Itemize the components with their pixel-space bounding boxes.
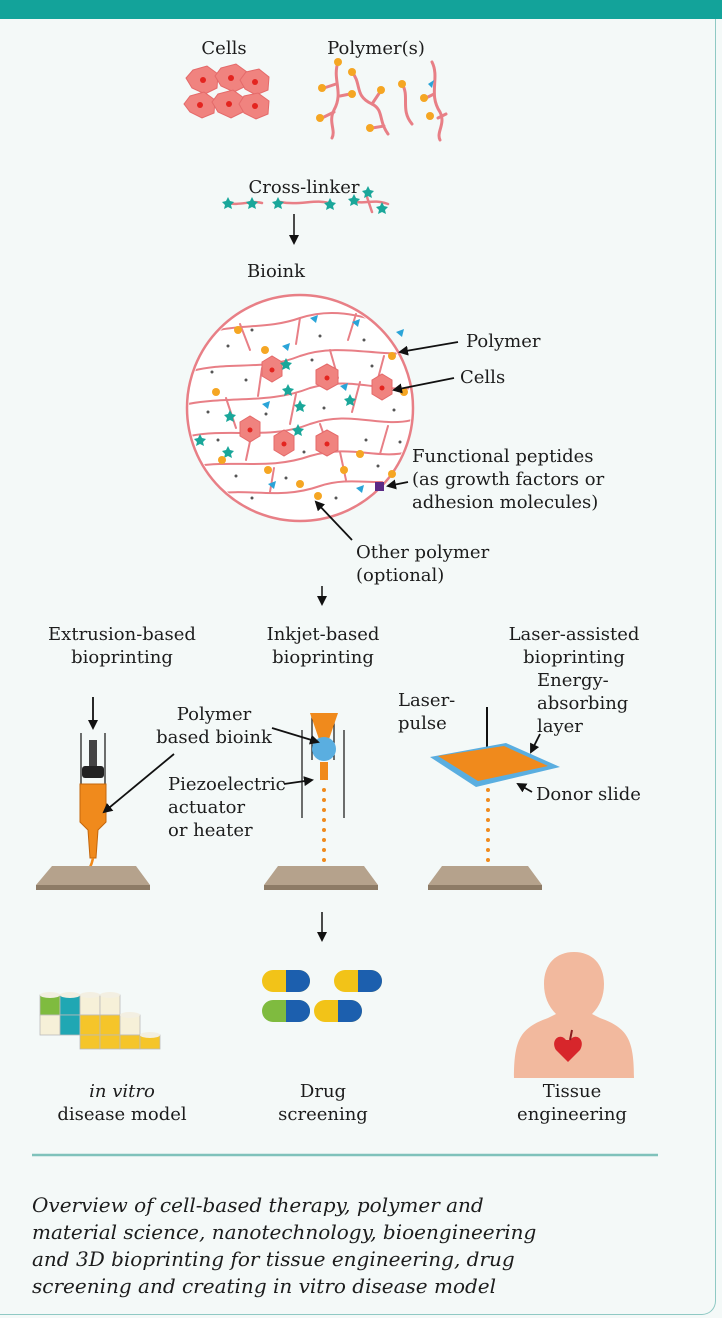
bioink-title: Bioink xyxy=(247,261,306,282)
peptides-label-2: (as growth factors or xyxy=(412,469,605,490)
other-polymer-label-2: (optional) xyxy=(356,565,444,586)
other-polymer-label-1: Other polymer xyxy=(356,542,490,563)
piezo-label-3: or heater xyxy=(168,820,253,841)
cells-pointer xyxy=(392,377,455,394)
drug-label-2: screening xyxy=(278,1104,368,1125)
bioink-circle xyxy=(185,293,415,523)
inkjet-printer xyxy=(264,713,378,890)
laser-label-2: bioprinting xyxy=(523,647,625,668)
bioink-stars xyxy=(194,358,356,458)
polymer-pointer xyxy=(398,341,459,356)
crosslinker-stars xyxy=(222,186,388,214)
laser-label-1: Laser-assisted xyxy=(509,624,640,645)
bioink-orange-groups xyxy=(212,326,408,500)
bioink-particles xyxy=(206,328,402,500)
energy-layer-label-1: Energy- xyxy=(537,670,609,691)
energy-layer-label-3: layer xyxy=(537,716,583,737)
polymers-label: Polymer(s) xyxy=(327,38,425,59)
polymer-groups xyxy=(316,58,434,132)
tissue-label-1: Tissue xyxy=(543,1081,601,1102)
peptides-label-1: Functional peptides xyxy=(412,446,594,467)
tissue-label-2: engineering xyxy=(517,1104,627,1125)
caption-line-2: material science, nanotechnology, bioeng… xyxy=(32,1220,537,1244)
donor-slide-label: Donor slide xyxy=(536,784,641,805)
donor-slide-pointer xyxy=(516,783,533,793)
laser-pulse-label-2: pulse xyxy=(398,713,447,734)
cells-cluster xyxy=(183,63,270,120)
piezo-pointer xyxy=(283,776,314,787)
other-polymer-pointer xyxy=(314,500,353,541)
drug-capsules-icon xyxy=(262,970,382,1022)
extrusion-printer xyxy=(36,697,150,890)
drug-label-1: Drug xyxy=(300,1081,346,1102)
piezo-label-2: actuator xyxy=(168,797,245,818)
top-accent-bar xyxy=(0,0,722,19)
extrusion-bioink-pointer xyxy=(102,753,175,814)
crosslinker-label: Cross-linker xyxy=(248,177,359,198)
disease-model-vials-icon xyxy=(39,992,161,1050)
inkjet-label-2: bioprinting xyxy=(272,647,374,668)
energy-layer-pointer xyxy=(530,733,541,754)
peptides-label-3: adhesion molecules) xyxy=(412,492,598,513)
bioink-cells-label: Cells xyxy=(460,367,505,388)
inkjet-label-1: Inkjet-based xyxy=(267,624,380,645)
caption-line-3: and 3D bioprinting for tissue engineerin… xyxy=(32,1247,515,1271)
human-torso-heart-icon xyxy=(514,952,634,1078)
cells-label: Cells xyxy=(201,38,246,59)
disease-model-label: disease model xyxy=(57,1104,187,1125)
bioink-polymer-label: Polymer xyxy=(466,331,541,352)
caption-line-1: Overview of cell-based therapy, polymer … xyxy=(32,1193,484,1217)
polymer-blue-group xyxy=(428,80,434,88)
functional-peptide xyxy=(375,482,384,491)
laser-pulse-label-1: Laser- xyxy=(398,690,455,711)
caption-line-4: screening and creating in vitro disease … xyxy=(32,1274,497,1298)
energy-layer-label-2: absorbing xyxy=(537,693,628,714)
extrusion-label-1: Extrusion-based xyxy=(48,624,196,645)
extrusion-label-2: bioprinting xyxy=(71,647,173,668)
polymer-bioink-label-2: based bioink xyxy=(156,727,273,748)
peptide-pointer xyxy=(386,479,409,490)
disease-model-italic: in vitro xyxy=(89,1081,155,1102)
piezo-label-1: Piezoelectric xyxy=(168,774,286,795)
inkjet-bioink-pointer xyxy=(271,727,320,745)
polymer-strands xyxy=(320,60,448,142)
polymer-bioink-label-1: Polymer xyxy=(177,704,252,725)
laser-printer xyxy=(428,707,560,890)
figure-frame xyxy=(0,19,716,1315)
bioink-blue-groups xyxy=(262,315,404,493)
figure-caption: Overview of cell-based therapy, polymer … xyxy=(32,1192,692,1300)
